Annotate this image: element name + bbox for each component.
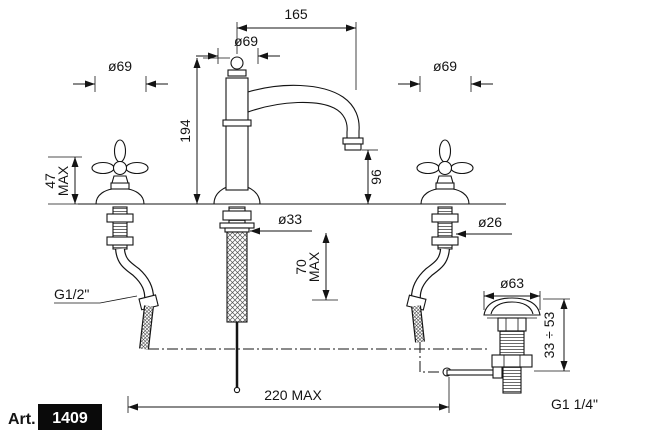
left-handle — [91, 139, 149, 205]
dim-spout-reach: 165 — [284, 6, 308, 22]
dim-left-handle-dia: ø69 — [108, 58, 132, 74]
drain-assembly — [442, 297, 541, 394]
linkage-dash-line-2 — [419, 342, 441, 373]
art-prefix-label: Art. — [8, 411, 36, 428]
waste-flange — [483, 297, 541, 316]
right-handle — [416, 139, 474, 205]
dim-total-height: 194 — [177, 119, 193, 143]
dim-spout-hole: ø33 — [278, 211, 302, 227]
dimensions: 165 ø69 ø69 ø69 194 96 47 MAX — [42, 6, 598, 413]
dim-waste-flange: ø63 — [500, 275, 524, 291]
dim-spout-height: 96 — [368, 169, 384, 185]
spout-arm — [247, 84, 360, 139]
right-cross-hub — [437, 160, 453, 176]
dim-handle-height-max: MAX — [55, 165, 71, 196]
dim-mount-depth-max: MAX — [306, 251, 322, 282]
dim-mount-depth: 70 — [293, 259, 309, 275]
art-number: 1409 — [52, 410, 88, 427]
dim-right-handle-dia: ø69 — [433, 58, 457, 74]
label-waste-thread: G1 1/4" — [551, 396, 598, 412]
left-cross-hub — [112, 160, 128, 176]
waste-tailpiece — [502, 366, 522, 394]
right-supply-assembly — [406, 206, 459, 343]
dim-waste-range: 33 ÷ 53 — [541, 311, 557, 358]
title-block: Art. 1409 — [8, 404, 102, 430]
spout-finial — [230, 56, 244, 70]
spout-shank-assembly — [219, 206, 255, 394]
left-supply-assembly — [106, 206, 159, 350]
dim-spout-base-dia: ø69 — [234, 33, 258, 49]
aerator — [344, 143, 362, 151]
dim-handle-height: 47 — [42, 173, 58, 189]
dim-spread: 220 MAX — [264, 387, 322, 403]
spout — [213, 56, 364, 205]
lever-rod — [446, 369, 498, 376]
label-supply-thread: G1/2" — [54, 286, 89, 302]
art-number-box — [38, 404, 102, 430]
dim-handle-hole: ø26 — [478, 214, 502, 230]
